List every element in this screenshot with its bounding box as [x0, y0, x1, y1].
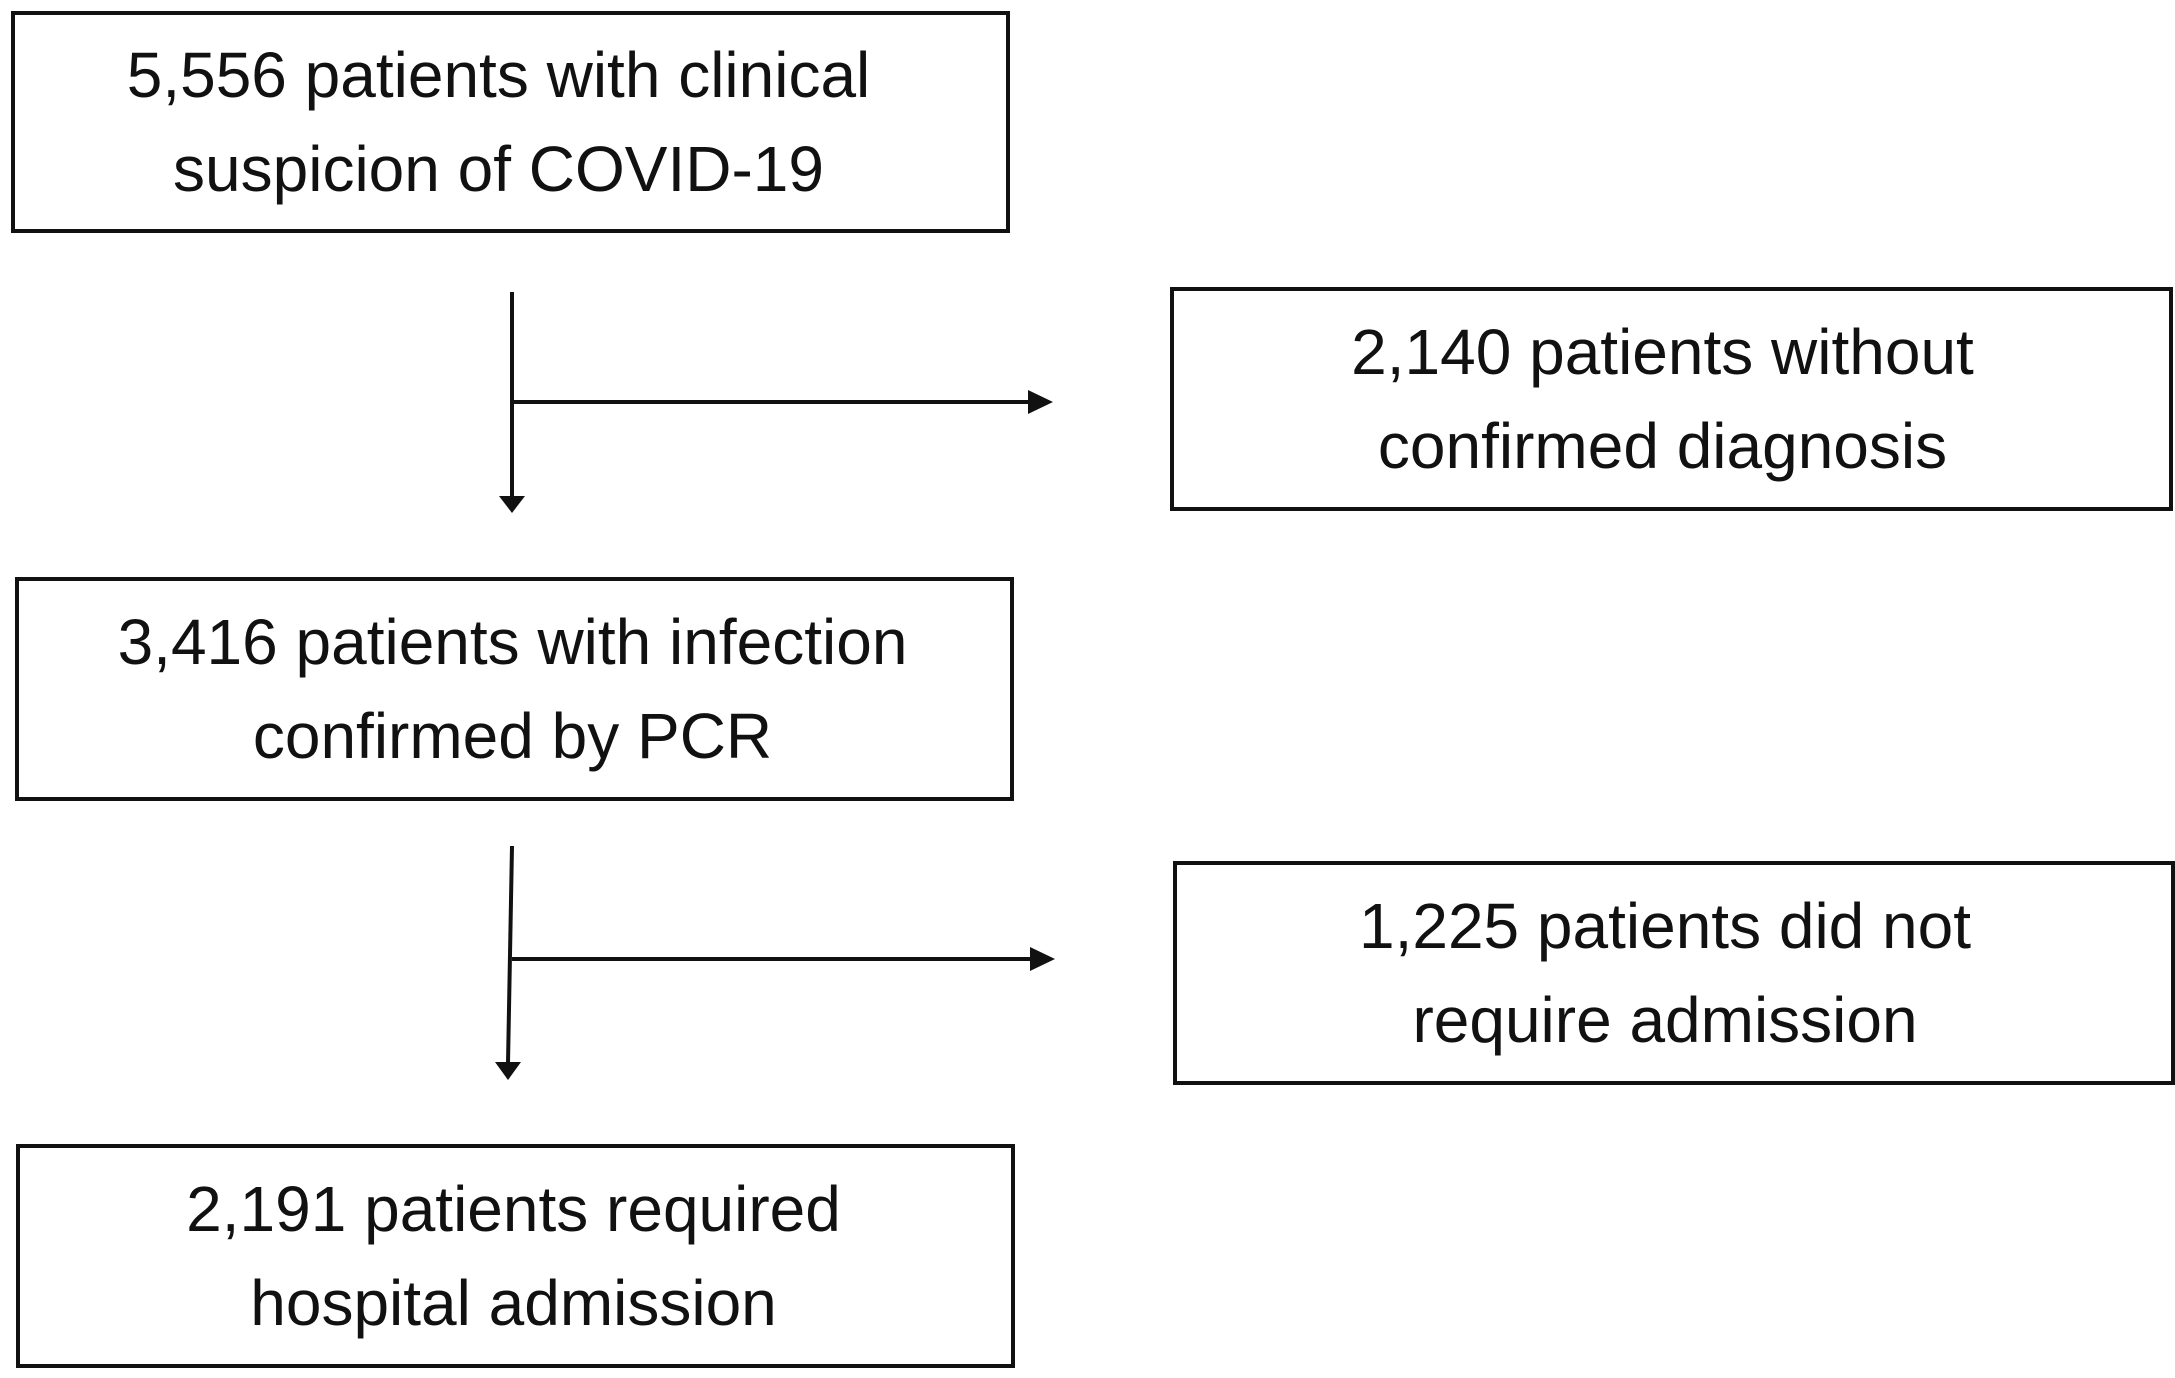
- connector-suspicion-to-confirmed: [499, 292, 525, 513]
- suspicion-line-1: 5,556 patients with clinical: [126, 39, 871, 111]
- suspicion-box-text: 5,556 patients with clinical suspicion o…: [127, 28, 871, 216]
- confirmed-line-2: confirmed by PCR: [252, 700, 773, 772]
- admitted-box-text: 2,191 patients required hospital admissi…: [186, 1162, 841, 1350]
- excluded-line-1: 2,140 patients without: [1351, 316, 1974, 388]
- suspicion-line-2: suspicion of COVID-19: [173, 133, 824, 205]
- admitted-box: 2,191 patients required hospital admissi…: [16, 1144, 1015, 1368]
- admitted-line-1: 2,191 patients required: [186, 1173, 841, 1245]
- confirmed-line-1: 3,416 patients with infection: [117, 606, 908, 678]
- no-admission-box-text: 1,225 patients did not require admission: [1359, 879, 1971, 1067]
- vertical-flow-line: [506, 845, 514, 1064]
- connector-to-no-admission: [512, 947, 1055, 971]
- no-admission-line-2: require admission: [1412, 984, 1918, 1056]
- arrowhead-right-icon: [1030, 947, 1055, 971]
- no-admission-line-1: 1,225 patients did not: [1358, 890, 1972, 962]
- admitted-line-2: hospital admission: [250, 1267, 777, 1339]
- arrowhead-down-icon: [499, 496, 525, 513]
- arrowhead-down-icon: [495, 1062, 521, 1080]
- confirmed-box: 3,416 patients with infection confirmed …: [15, 577, 1014, 801]
- arrowhead-right-icon: [1028, 390, 1053, 414]
- excluded-box-text: 2,140 patients without confirmed diagnos…: [1351, 305, 1974, 493]
- excluded-box: 2,140 patients without confirmed diagnos…: [1170, 287, 2173, 511]
- connector-confirmed-to-admitted: [495, 845, 521, 1080]
- confirmed-box-text: 3,416 patients with infection confirmed …: [118, 595, 908, 783]
- excluded-line-2: confirmed diagnosis: [1377, 410, 1948, 482]
- no-admission-box: 1,225 patients did not require admission: [1173, 861, 2175, 1085]
- connector-to-excluded: [512, 390, 1053, 414]
- suspicion-box: 5,556 patients with clinical suspicion o…: [11, 11, 1010, 233]
